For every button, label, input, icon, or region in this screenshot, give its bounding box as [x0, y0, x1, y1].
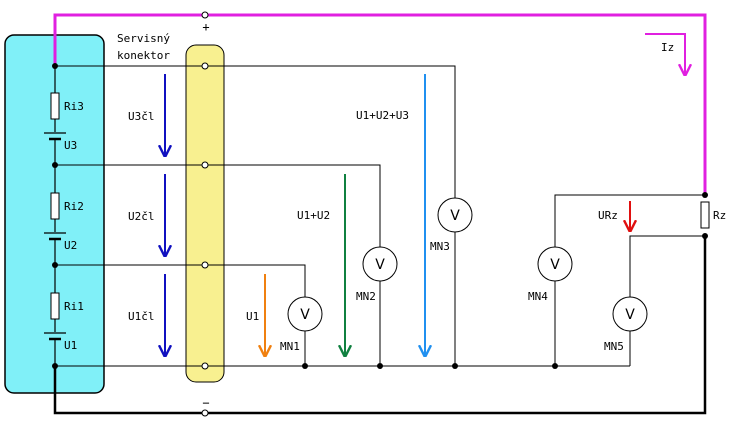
label-u1-u2: U1+U2	[297, 209, 330, 222]
label-u1-u2-u3: U1+U2+U3	[356, 109, 409, 122]
resistor-ri1	[50, 292, 60, 320]
label-ri2: Ri2	[64, 200, 84, 213]
label-mn4: MN4	[528, 290, 548, 303]
plus-sign: +	[202, 20, 209, 34]
junction-dots	[52, 63, 708, 369]
voltmeter-symbol: V	[450, 208, 460, 224]
connector-label-line2: konektor	[117, 49, 170, 62]
label-u3cl: U3čl	[128, 110, 155, 123]
resistor-ri3	[50, 92, 60, 120]
label-mn2: MN2	[356, 290, 376, 303]
service-connector	[185, 44, 225, 383]
voltmeter-mn1: V	[287, 296, 323, 332]
label-u2cl: U2čl	[128, 210, 155, 223]
label-u1cl: U1čl	[128, 310, 155, 323]
voltmeter-symbol: V	[550, 257, 560, 273]
voltmeter-mn4: V	[537, 246, 573, 282]
label-ri1: Ri1	[64, 300, 84, 313]
cell-u2	[43, 232, 67, 241]
tap-wires	[55, 65, 705, 367]
label-mn3: MN3	[430, 240, 450, 253]
label-u3: U3	[64, 139, 77, 152]
label-mn1: MN1	[280, 340, 300, 353]
label-u1: U1	[64, 339, 77, 352]
minus-sign: −	[202, 396, 209, 410]
voltmeter-symbol: V	[625, 307, 635, 323]
label-iz: Iz	[661, 41, 674, 54]
resistor-rz	[700, 201, 710, 229]
voltmeter-symbol: V	[300, 307, 310, 323]
cell-u3	[43, 132, 67, 141]
label-mn5: MN5	[604, 340, 624, 353]
terminals	[201, 11, 209, 417]
voltmeter-mn3: V	[437, 197, 473, 233]
label-ri3: Ri3	[64, 100, 84, 113]
label-rz: Rz	[713, 209, 726, 222]
voltmeter-mn2: V	[362, 246, 398, 282]
positive-supply-wire	[53, 13, 707, 195]
arrow-iz	[645, 33, 685, 75]
label-u1-arrow: U1	[246, 310, 259, 323]
voltmeter-symbol: V	[375, 257, 385, 273]
negative-return-wire	[53, 236, 707, 415]
resistor-ri2	[50, 192, 60, 220]
label-urz: URz	[598, 209, 618, 222]
label-u2: U2	[64, 239, 77, 252]
cell-u1	[43, 332, 67, 341]
voltmeter-mn5: V	[612, 296, 648, 332]
connector-label-line1: Servisný	[117, 32, 170, 45]
